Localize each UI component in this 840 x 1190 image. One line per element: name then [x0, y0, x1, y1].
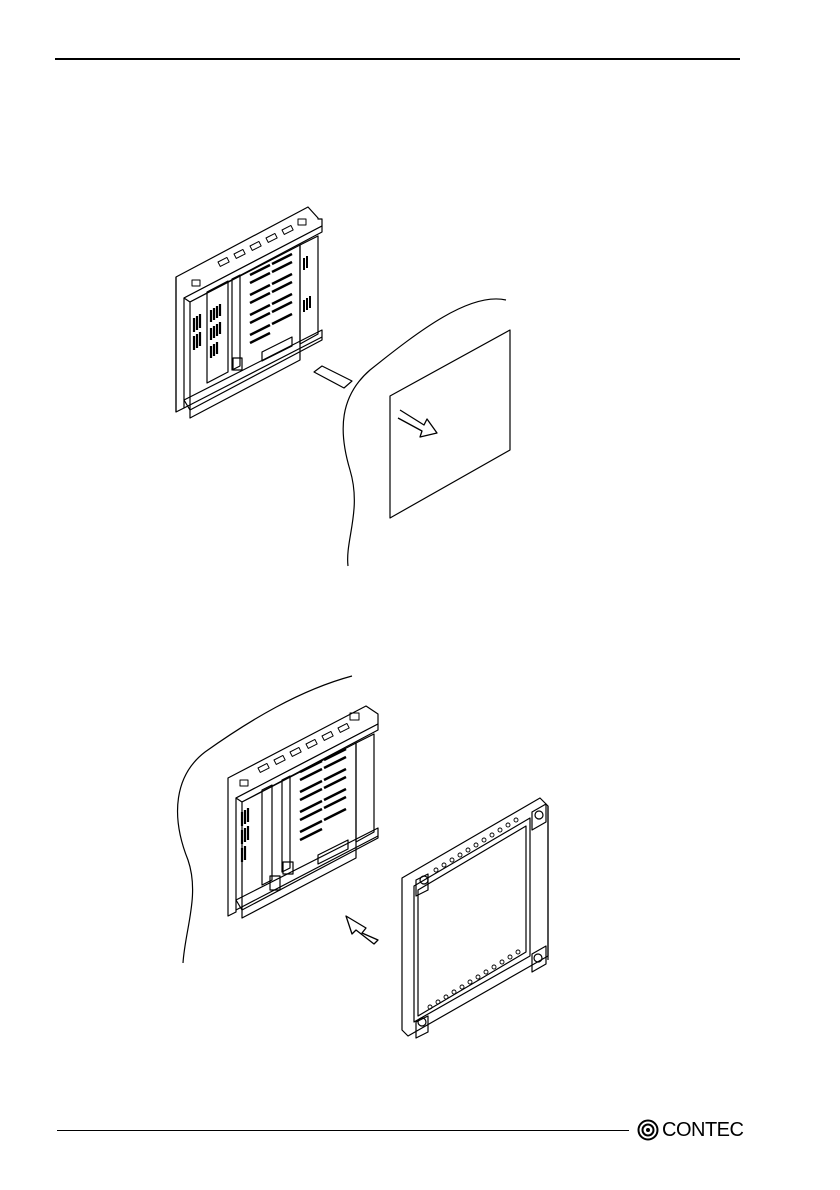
- bracket-clamp: [532, 804, 546, 830]
- mounting-bracket: [402, 798, 548, 1038]
- brand-name: CONTEC: [662, 1117, 743, 1143]
- attach-direction-arrow: [346, 916, 378, 944]
- contec-logo: CONTEC: [637, 1117, 743, 1143]
- panel-pc-rear-unit-2: [228, 706, 378, 918]
- footer-rule: [57, 1130, 629, 1131]
- contec-ring-logo-icon: [637, 1119, 659, 1141]
